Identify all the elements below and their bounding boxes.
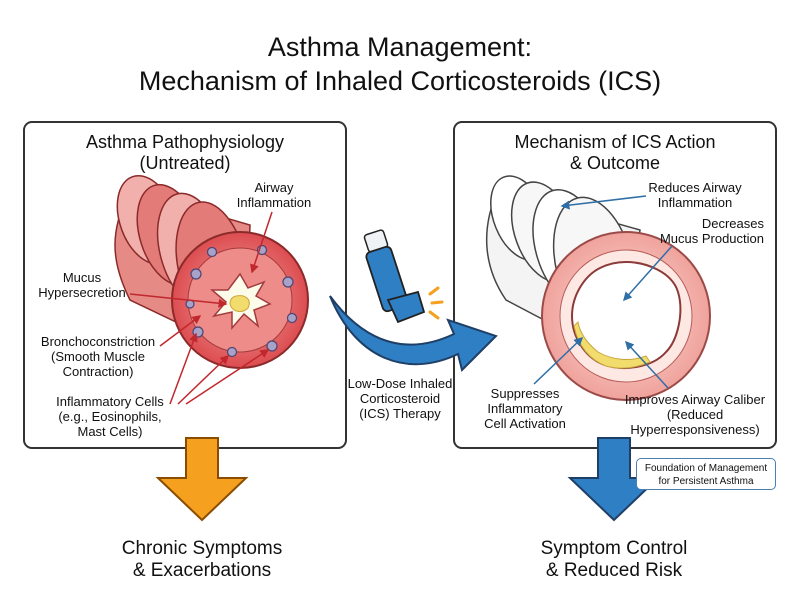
inflammatory-cells [185,244,298,358]
left-panel-title-line1: Asthma Pathophysiology [85,132,285,152]
label-line: Hyperresponsiveness) [630,422,760,437]
outcome-line: & Reduced Risk [545,560,683,581]
main-title-line1: Asthma Management: [267,32,533,62]
outcome-line: Chronic Symptoms [121,538,283,559]
therapy-label: Low-Dose Inhaled Corticosteroid (ICS) Th… [344,376,456,421]
label-line: Low-Dose Inhaled [347,376,453,391]
label-line: Decreases [701,216,764,231]
spray-icon [428,286,444,320]
left-panel-title-line2: (Untreated) [139,153,231,173]
label-bronchoconstriction: Bronchoconstriction (Smooth Muscle Contr… [28,334,168,379]
label-line: Reduces Airway [648,180,742,195]
label-inflammatory-cells: Inflammatory Cells (e.g., Eosinophils, M… [40,394,180,439]
label-line: Bronchoconstriction [40,334,156,349]
label-decreases-mucus: Decreases Mucus Production [630,216,764,246]
label-reduces-inflammation: Reduces Airway Inflammation [630,180,760,210]
right-panel-title: Mechanism of ICS Action & Outcome [464,132,766,174]
badge-line: for Persistent Asthma [658,476,754,487]
right-pointers [533,195,673,389]
orange-down-arrow [155,437,249,522]
label-line: Inflammation [236,195,312,210]
badge-line: Foundation of Management [644,463,768,474]
label-line: Mucus Production [659,231,764,246]
label-line: (Reduced [666,407,724,422]
outcome-line: Symptom Control [540,538,688,559]
label-line: (ICS) Therapy [359,406,441,421]
thin-mucus-layer [573,320,651,369]
outcome-line: & Exacerbations [132,560,272,581]
label-line: Improves Airway Caliber [624,392,766,407]
therapy-arrow [329,295,498,372]
label-line: (Smooth Muscle [51,349,145,364]
label-mucus-hypersecretion: Mucus Hypersecretion [30,270,134,300]
label-line: Mast Cells) [77,424,143,439]
mucus-plug [229,295,250,312]
main-title-line2: Mechanism of Inhaled Corticosteroids (IC… [138,66,662,96]
blue-down-arrow [567,437,661,522]
label-airway-inflammation: Airway Inflammation [224,180,324,210]
label-line: (e.g., Eosinophils, [58,409,162,424]
label-suppresses-cells: Suppresses Inflammatory Cell Activation [470,386,580,431]
left-pointers [129,211,273,405]
inflamed-airway-illustration [114,174,309,369]
right-outcome: Symptom Control & Reduced Risk [492,538,736,582]
left-panel-title: Asthma Pathophysiology (Untreated) [34,132,336,174]
label-improves-caliber: Improves Airway Caliber (Reduced Hyperre… [616,392,774,437]
label-line: Mucus [62,270,102,285]
foundation-badge: Foundation of Management for Persistent … [636,458,776,490]
right-panel-title-line2: & Outcome [569,153,661,173]
label-line: Airway [254,180,294,195]
inhaler-icon [363,229,444,324]
label-line: Suppresses [490,386,560,401]
label-line: Contraction) [62,364,134,379]
label-line: Corticosteroid [359,391,441,406]
label-line: Inflammatory Cells [56,394,164,409]
right-panel-title-line1: Mechanism of ICS Action [514,132,716,152]
label-line: Cell Activation [484,416,566,431]
label-line: Inflammation [657,195,733,210]
label-line: Hypersecretion [38,285,126,300]
label-line: Inflammatory [487,401,563,416]
healthy-airway-illustration [485,175,711,401]
left-outcome: Chronic Symptoms & Exacerbations [80,538,324,582]
